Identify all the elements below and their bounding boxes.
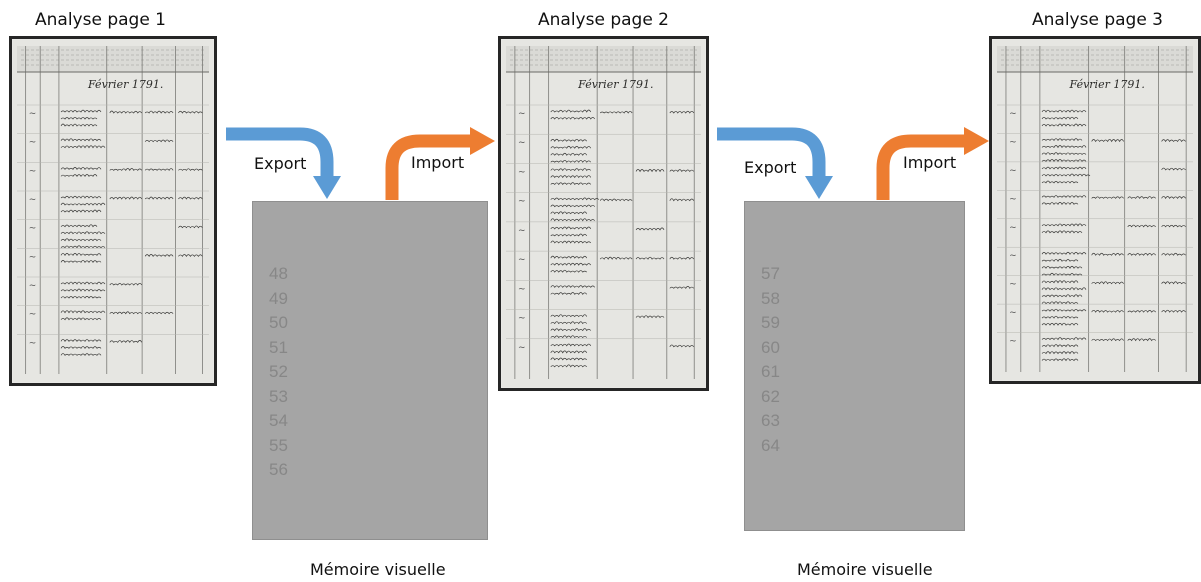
svg-text:~: ~ xyxy=(29,310,37,320)
svg-text:~: ~ xyxy=(518,284,526,294)
import-label-2: Import xyxy=(903,153,957,172)
svg-text:~: ~ xyxy=(1009,223,1017,233)
memory-number: 63 xyxy=(761,411,780,430)
memory-number: 52 xyxy=(269,362,288,381)
memory-1-caption: Mémoire visuelle xyxy=(310,560,446,579)
memory-number: 51 xyxy=(269,337,288,357)
svg-text:~: ~ xyxy=(29,281,37,291)
memory-number: 58 xyxy=(761,288,780,308)
register-page-2-image: ~ ~ ~ ~ ~ ~ ~ ~ ~ Février 1791. xyxy=(498,36,709,391)
svg-text:~: ~ xyxy=(29,224,37,234)
page-2-title: Analyse page 2 xyxy=(538,10,670,30)
memory-number: 50 xyxy=(269,313,288,332)
page-1-title: Analyse page 1 xyxy=(35,10,167,30)
svg-text:~: ~ xyxy=(29,195,37,205)
export-label-2: Export xyxy=(744,158,797,177)
memory-number: 62 xyxy=(761,386,780,406)
svg-text:~: ~ xyxy=(29,109,37,119)
page-3-title: Analyse page 3 xyxy=(1032,10,1164,30)
svg-text:~: ~ xyxy=(518,226,526,236)
export-label-1: Export xyxy=(254,154,307,173)
svg-text:~: ~ xyxy=(1009,109,1017,119)
visual-memory-box-2: 57 58 59 60 61 62 63 64 xyxy=(744,201,965,531)
import-label-1: Import xyxy=(411,153,465,172)
memory-number: 54 xyxy=(269,411,288,430)
register-page-2-heading: Février 1791. xyxy=(578,78,654,91)
svg-text:~: ~ xyxy=(1009,251,1017,261)
svg-text:~: ~ xyxy=(1009,280,1017,290)
register-page-3-image: ~ ~ ~ ~ ~ ~ ~ ~ ~ Février 1791. xyxy=(989,36,1201,384)
register-page-1-heading: Février 1791. xyxy=(88,78,164,91)
svg-text:~: ~ xyxy=(1009,308,1017,318)
svg-text:~: ~ xyxy=(1009,137,1017,147)
svg-text:~: ~ xyxy=(518,109,526,119)
memory-number: 56 xyxy=(269,460,288,479)
svg-text:~: ~ xyxy=(1009,166,1017,176)
svg-text:~: ~ xyxy=(1009,194,1017,204)
svg-text:~: ~ xyxy=(518,343,526,353)
memory-number: 57 xyxy=(761,264,780,283)
memory-number: 61 xyxy=(761,362,780,381)
memory-number: 60 xyxy=(761,337,780,357)
memory-number: 53 xyxy=(269,386,288,406)
memory-number: 64 xyxy=(761,435,780,455)
memory-number: 59 xyxy=(761,313,780,332)
memory-1-number-list: 48 49 50 51 52 53 54 55 56 xyxy=(269,262,288,483)
svg-text:~: ~ xyxy=(518,138,526,148)
svg-text:~: ~ xyxy=(29,252,37,262)
memory-number: 49 xyxy=(269,288,288,308)
svg-text:~: ~ xyxy=(29,138,37,148)
svg-text:~: ~ xyxy=(518,167,526,177)
register-page-1-image: ~ ~ ~ ~ ~ ~ ~ ~ ~ Février 1791. xyxy=(9,36,217,386)
memory-number: 55 xyxy=(269,435,288,455)
svg-text:~: ~ xyxy=(1009,337,1017,347)
svg-text:~: ~ xyxy=(518,197,526,207)
svg-text:~: ~ xyxy=(518,314,526,324)
visual-memory-box-1: 48 49 50 51 52 53 54 55 56 xyxy=(252,201,488,540)
memory-2-caption: Mémoire visuelle xyxy=(797,560,933,579)
memory-number: 48 xyxy=(269,264,288,283)
register-page-3-heading: Février 1791. xyxy=(1069,78,1145,91)
memory-2-number-list: 57 58 59 60 61 62 63 64 xyxy=(761,262,780,458)
svg-text:~: ~ xyxy=(518,255,526,265)
svg-text:~: ~ xyxy=(29,338,37,348)
svg-text:~: ~ xyxy=(29,166,37,176)
